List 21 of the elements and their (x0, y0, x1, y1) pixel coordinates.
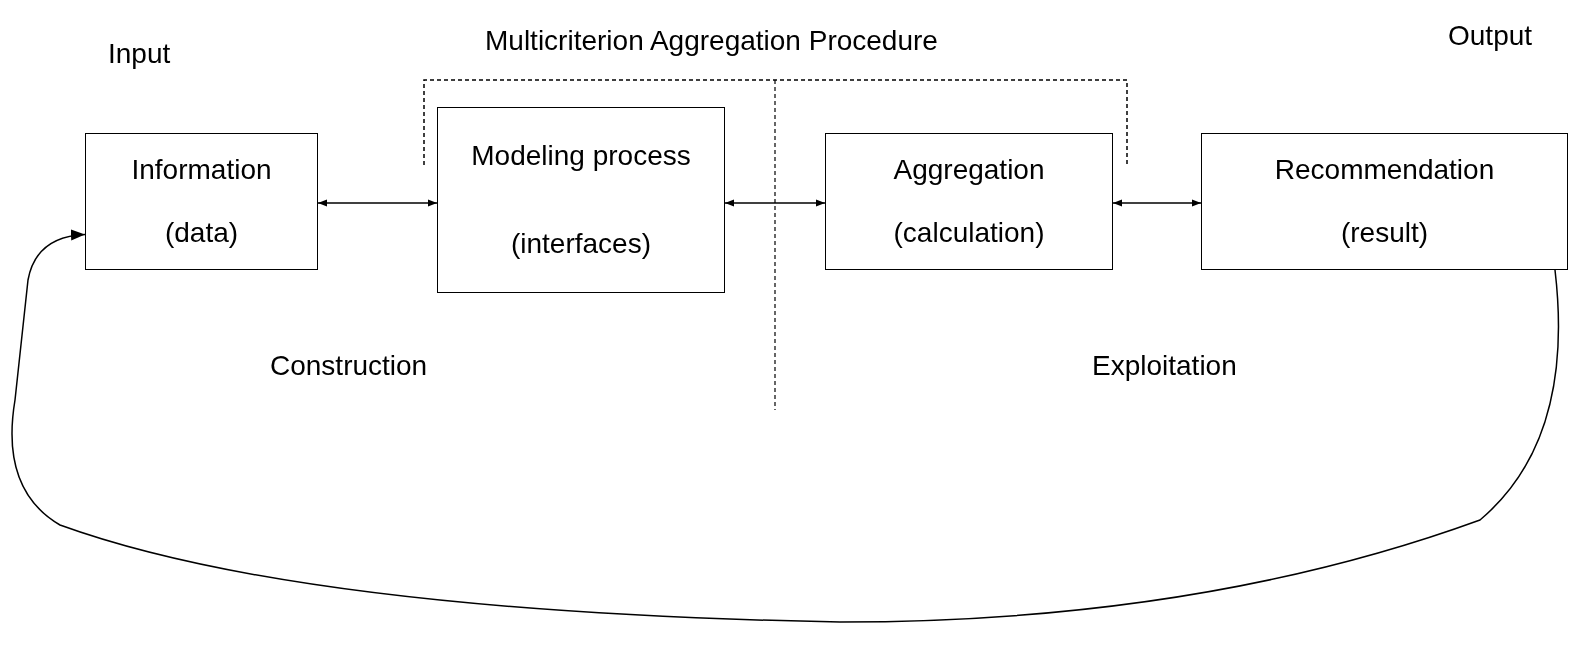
box-subtitle: (data) (164, 216, 239, 251)
process-box (437, 107, 725, 293)
double-arrow (317, 199, 438, 207)
box-subtitle: (result) (1340, 216, 1429, 251)
process-box (825, 133, 1113, 270)
box-subtitle: (interfaces) (510, 227, 651, 261)
box-title: Modeling process (471, 139, 691, 173)
process-box (1201, 133, 1568, 270)
box-title: Aggregation (893, 152, 1045, 187)
feedback-arrow (11, 229, 1560, 623)
box-subtitle: (calculation) (893, 216, 1045, 251)
box-title: Recommendation (1274, 152, 1495, 187)
section-label: Input (108, 38, 171, 70)
section-label: Output (1448, 20, 1533, 52)
double-arrow (724, 199, 826, 207)
double-arrow (1112, 199, 1202, 207)
phase-label: Construction (270, 350, 428, 382)
box-title: Information (131, 152, 272, 187)
process-box (85, 133, 318, 270)
phase-label: Exploitation (1092, 350, 1237, 382)
heading: Multicriterion Aggregation Procedure (485, 25, 938, 57)
